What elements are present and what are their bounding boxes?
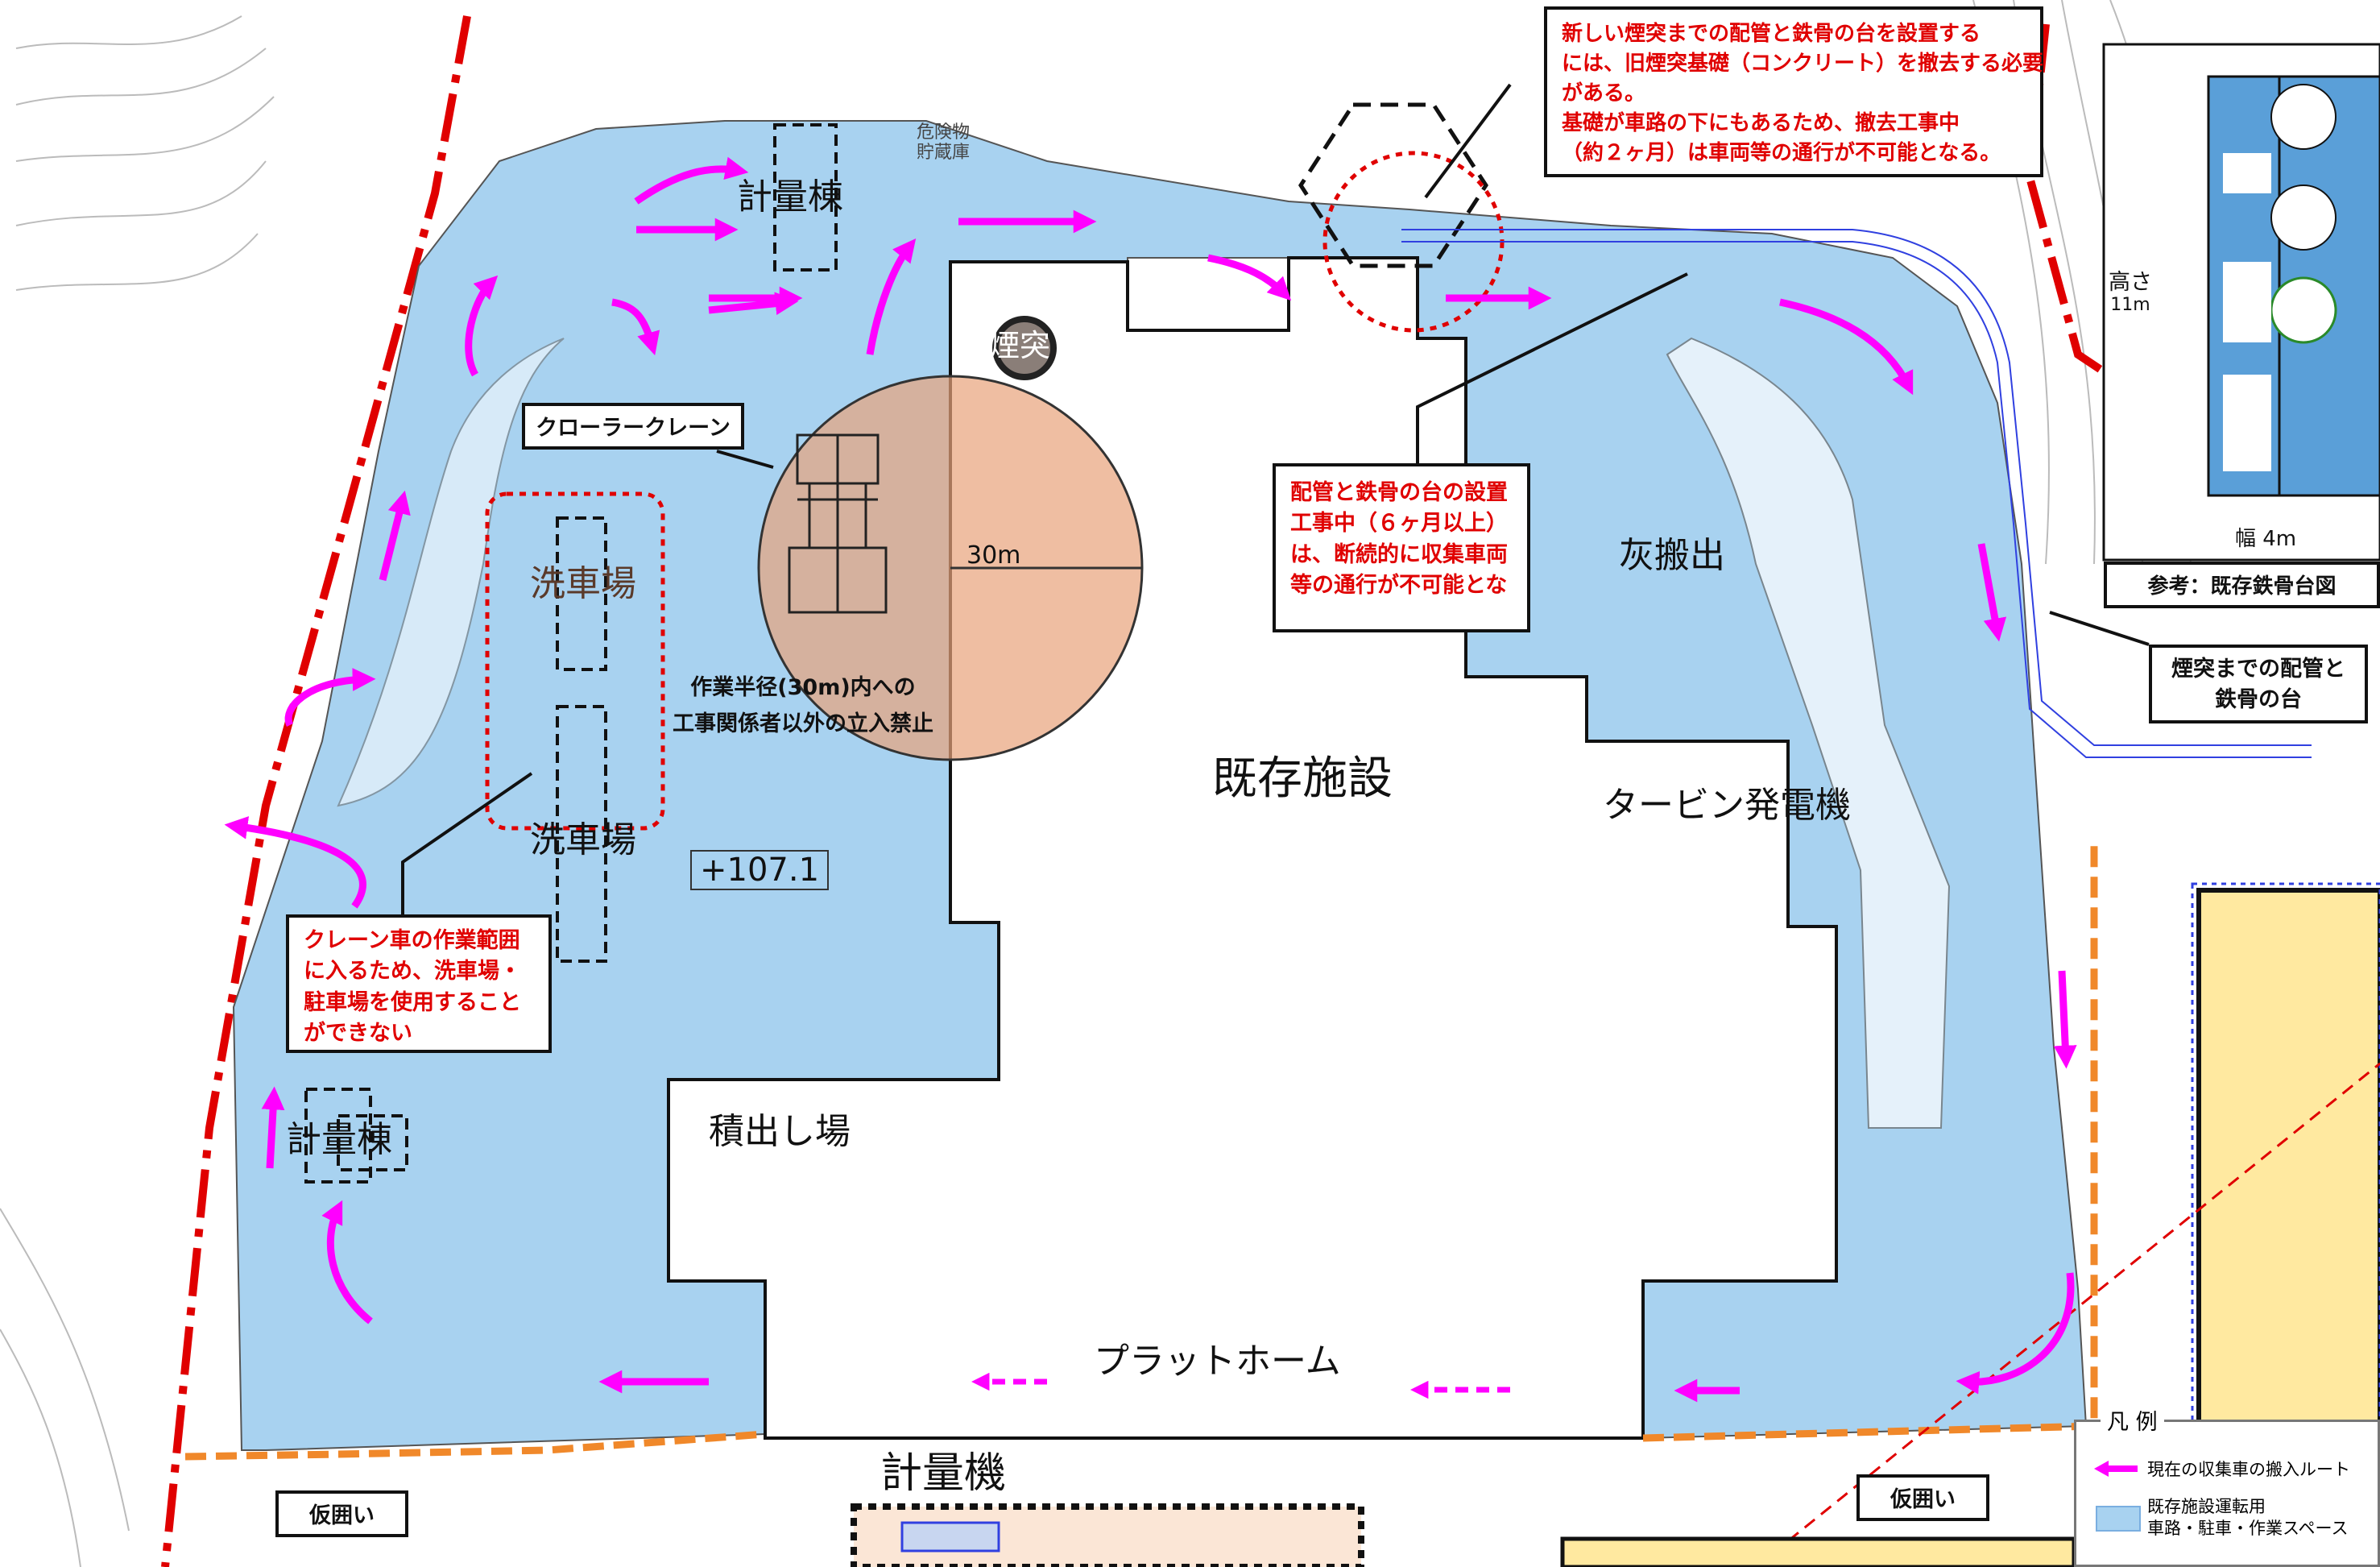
wash-area-restricted bbox=[485, 491, 665, 831]
middle-callout-line-2: 工事中（６ヶ月以上） bbox=[1290, 511, 1508, 537]
wash-bay-1 bbox=[556, 516, 607, 671]
middle-callout-line-1: 配管と鉄骨の台の設置 bbox=[1290, 480, 1508, 505]
radius-note: 作業半径(30m)内への 工事関係者以外の立入禁止 bbox=[673, 670, 933, 742]
hazmat-line-1: 危険物 bbox=[917, 122, 971, 143]
middle-callout-line-3: は、断続的に収集車両 bbox=[1290, 541, 1508, 567]
inset-height-value: 11m bbox=[2110, 295, 2150, 316]
loading-area-label: 積出し場 bbox=[709, 1111, 851, 1152]
new-chimney-hexagon bbox=[1298, 102, 1488, 268]
top-callout-line-1: 新しい煙突までの配管と鉄骨の台を設置する bbox=[1562, 22, 1981, 46]
inset-width-label: 幅 4m bbox=[2235, 527, 2297, 551]
radius-note-line-2: 工事関係者以外の立入禁止 bbox=[673, 711, 933, 736]
site-boundary-left bbox=[161, 15, 471, 1567]
weigh-house-top-label: 計量棟 bbox=[737, 176, 843, 218]
middle-callout-line-4: 等の通行が不可能とな bbox=[1290, 572, 1508, 598]
wash-bay-2 bbox=[556, 705, 607, 963]
inset-title: 参考：既存鉄骨台図 bbox=[2104, 562, 2380, 608]
piping-callout-line-1: 煙突までの配管と bbox=[2171, 657, 2345, 682]
existing-facility-label: 既存施設 bbox=[1212, 752, 1393, 805]
chimney-foundation-callout: 新しい煙突までの配管と鉄骨の台を設置する には、旧煙突基礎（コンクリート）を撤去… bbox=[1544, 6, 2043, 177]
hazmat-line-2: 貯蔵庫 bbox=[917, 143, 971, 164]
inset-height-label: 高さ 11m bbox=[2109, 270, 2152, 315]
ash-removal-label: 灰搬出 bbox=[1619, 535, 1725, 576]
chimney-icon bbox=[992, 316, 1057, 380]
weighing-machine-inner bbox=[900, 1521, 1000, 1552]
hazmat-storage-label: 危険物 貯蔵庫 bbox=[917, 122, 970, 164]
bottom-right-strip bbox=[1560, 1536, 2076, 1567]
piping-callout-line-2: 鉄骨の台 bbox=[2215, 687, 2302, 713]
temporary-fence-right bbox=[1642, 846, 2098, 1442]
radius-label: 30m bbox=[966, 541, 1021, 570]
weigh-house-left-box bbox=[304, 1088, 372, 1184]
top-callout-line-2: には、旧煙突基礎（コンクリート）を撤去する必要 bbox=[1562, 51, 2044, 76]
top-callout-line-4: 基礎が車路の下にもあるため、撤去工事中 bbox=[1562, 110, 1960, 135]
crawler-crane-icon bbox=[788, 433, 888, 614]
right-island bbox=[1666, 337, 1951, 1129]
wash-area-label-2: 洗車場 bbox=[530, 819, 636, 860]
weighing-machine-label: 計量機 bbox=[880, 1449, 1007, 1498]
left-callout-line-1: クレーン車の作業範囲 bbox=[304, 928, 520, 953]
top-callout-line-5: （約２ヶ月）は車両等の通行が不可能となる。 bbox=[1562, 140, 2001, 165]
legend-arrow-icon bbox=[2094, 1461, 2138, 1477]
legend-area-line-2: 車路・駐車・作業スペース bbox=[2147, 1519, 2349, 1539]
wash-area-label-1: 洗車場 bbox=[530, 563, 636, 604]
top-callout-line-3: がある。 bbox=[1562, 81, 1646, 106]
inset-title-text: 参考：既存鉄骨台図 bbox=[2147, 574, 2337, 599]
weigh-house-left-label: 計量棟 bbox=[286, 1119, 392, 1160]
left-island bbox=[337, 338, 565, 807]
crawler-crane-callout: クローラークレーン bbox=[522, 403, 744, 450]
temporary-fence-left bbox=[184, 1430, 766, 1461]
piping-callout: 煙突までの配管と 鉄骨の台 bbox=[2149, 645, 2368, 723]
fence-callout-left: 仮囲い bbox=[275, 1490, 408, 1537]
collection-route-arrows bbox=[224, 156, 2077, 1403]
planned-route-arrows bbox=[971, 1372, 1510, 1399]
turbine-generator-label: タービン発電機 bbox=[1603, 785, 1851, 826]
callout-leaders bbox=[401, 83, 2150, 922]
legend-area-swatch bbox=[2096, 1506, 2141, 1532]
piping-construction-callout: 配管と鉄骨の台の設置 工事中（６ヶ月以上） は、断続的に収集車両 等の通行が不可… bbox=[1273, 463, 1530, 632]
inset-steel-frame bbox=[2102, 43, 2380, 562]
left-callout-line-3: 駐車場を使用すること bbox=[304, 989, 521, 1015]
piping-route bbox=[1401, 229, 2312, 758]
fence-left-text: 仮囲い bbox=[309, 1503, 375, 1528]
crawler-crane-text: クローラークレーン bbox=[536, 416, 731, 441]
fence-callout-right: 仮囲い bbox=[1856, 1474, 1989, 1521]
left-callout-line-4: ができない bbox=[304, 1020, 412, 1046]
elevation-label: +107.1 bbox=[690, 850, 830, 890]
fence-right-text: 仮囲い bbox=[1890, 1487, 1956, 1512]
weigh-house-left-box2 bbox=[337, 1114, 408, 1171]
weighing-machine-area bbox=[851, 1503, 1364, 1567]
inset-height-text: 高さ bbox=[2109, 270, 2152, 295]
legend-route-label: 現在の収集車の搬入ルート bbox=[2147, 1460, 2350, 1479]
platform-label: プラットホーム bbox=[1094, 1341, 1341, 1382]
legend: 凡 例 現在の収集車の搬入ルート 既存施設運転用 車路・駐車・作業スペース bbox=[2074, 1404, 2380, 1567]
adjacent-yellow-area bbox=[2196, 888, 2380, 1424]
legend-area-label: 既存施設運転用 車路・駐車・作業スペース bbox=[2147, 1496, 2348, 1540]
chimney-label: 煙突 bbox=[989, 328, 1051, 363]
legend-area-line-1: 既存施設運転用 bbox=[2147, 1497, 2266, 1516]
left-callout-line-2: に入るため、洗車場・ bbox=[304, 959, 521, 985]
legend-title: 凡 例 bbox=[2101, 1404, 2164, 1436]
crane-range-callout: クレーン車の作業範囲 に入るため、洗車場・ 駐車場を使用すること ができない bbox=[286, 914, 552, 1053]
weigh-house-top-box bbox=[773, 123, 838, 272]
radius-note-line-1: 作業半径(30m)内への bbox=[690, 675, 916, 700]
